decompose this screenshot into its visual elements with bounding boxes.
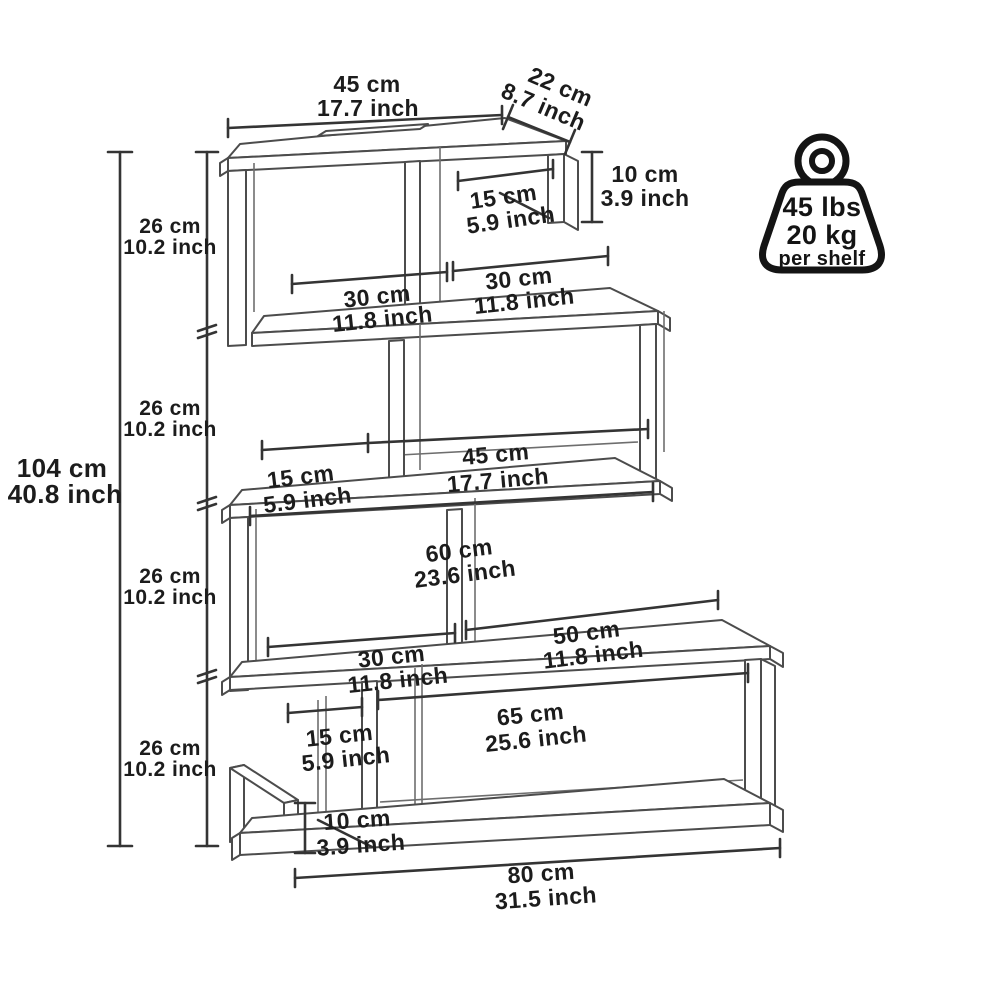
weight-handle-hole: [809, 148, 835, 174]
dim-overall-height: 104 cm 40.8 inch: [8, 150, 134, 848]
badge-weight-kg: 20 kg: [786, 220, 857, 250]
slab-e-right-edge: [769, 802, 784, 833]
slab-d-right-edge: [769, 645, 784, 668]
dim-top-width-inch: 17.7 inch: [317, 95, 419, 121]
slab-d-left-edge: [221, 676, 231, 696]
dim-top-width-cm: 45 cm: [333, 71, 400, 97]
dim-tier2-height-inch: 10.2 inch: [123, 418, 216, 441]
weight-body: [759, 178, 885, 274]
dim-tier2-width: 45 cm 17.7 inch: [366, 418, 650, 497]
dim-tier1-height-inch: 10.2 inch: [123, 236, 216, 259]
tier2-back-bottom-edge: [399, 441, 639, 456]
tier2-divider: [388, 339, 405, 495]
dim-overall-height-cm: 104 cm: [17, 453, 108, 483]
dim-tier-heights: 26 cm 10.2 inch 26 cm 10.2 inch 26 cm 10…: [123, 150, 220, 848]
dim-tier1-left: 30 cm 11.8 inch: [290, 261, 449, 337]
dim-tier3-height-cm: 26 cm: [139, 565, 201, 588]
tier3-left-panel: [229, 516, 249, 692]
dim-tier3-left: 30 cm 11.8 inch: [266, 622, 457, 698]
dim-tier4-height-cm: 26 cm: [139, 737, 201, 760]
dim-tier1-height-cm: 26 cm: [139, 215, 201, 238]
slab-a-left-edge: [219, 157, 229, 177]
slab-c-left-edge: [221, 504, 231, 524]
dim-base-height-cm: 10 cm: [323, 805, 392, 836]
badge-note: per shelf: [779, 248, 866, 270]
tier4-right-panel-side: [760, 658, 776, 816]
slab-c-right-edge: [659, 480, 673, 502]
dim-tier2-gap: 15 cm 5.9 inch: [260, 432, 370, 518]
dim-right-drop-inch: 3.9 inch: [601, 185, 690, 211]
tier2-right-panel: [639, 323, 657, 481]
dim-bottom-width-cm: 80 cm: [507, 858, 576, 889]
dim-right-drop: 10 cm 3.9 inch: [580, 150, 690, 224]
slab-a-cable-slot: [317, 123, 429, 137]
dim-overall-height-inch: 40.8 inch: [8, 479, 123, 509]
weight-per-shelf-icon: 45 lbs 20 kg per shelf: [759, 133, 885, 274]
dim-right-drop-cm: 10 cm: [611, 161, 678, 187]
dim-tier4-width: 65 cm 25.6 inch: [376, 662, 750, 757]
dim-bottom-width: 80 cm 31.5 inch: [293, 837, 782, 914]
tier1-left-panel: [227, 169, 247, 347]
tier1-right-panel-side: [563, 153, 579, 231]
badge-weight-lbs: 45 lbs: [783, 192, 862, 222]
dim-tier1-gap: 15 cm 5.9 inch: [456, 158, 556, 239]
bookcase-structure: [219, 117, 784, 861]
dim-base-height-inch: 3.9 inch: [316, 829, 406, 861]
slab-e-left-edge: [231, 832, 241, 861]
dim-tier4-gap: 15 cm 5.9 inch: [286, 696, 391, 776]
dim-tier2-width-cm: 45 cm: [461, 438, 530, 470]
dim-tier2-height-cm: 26 cm: [139, 397, 201, 420]
dim-tier3-height-inch: 10.2 inch: [123, 586, 216, 609]
dim-tier4-height-inch: 10.2 inch: [123, 758, 216, 781]
dim-top-width: 45 cm 17.7 inch: [226, 71, 504, 139]
dim-base-height: 10 cm 3.9 inch: [293, 801, 406, 861]
